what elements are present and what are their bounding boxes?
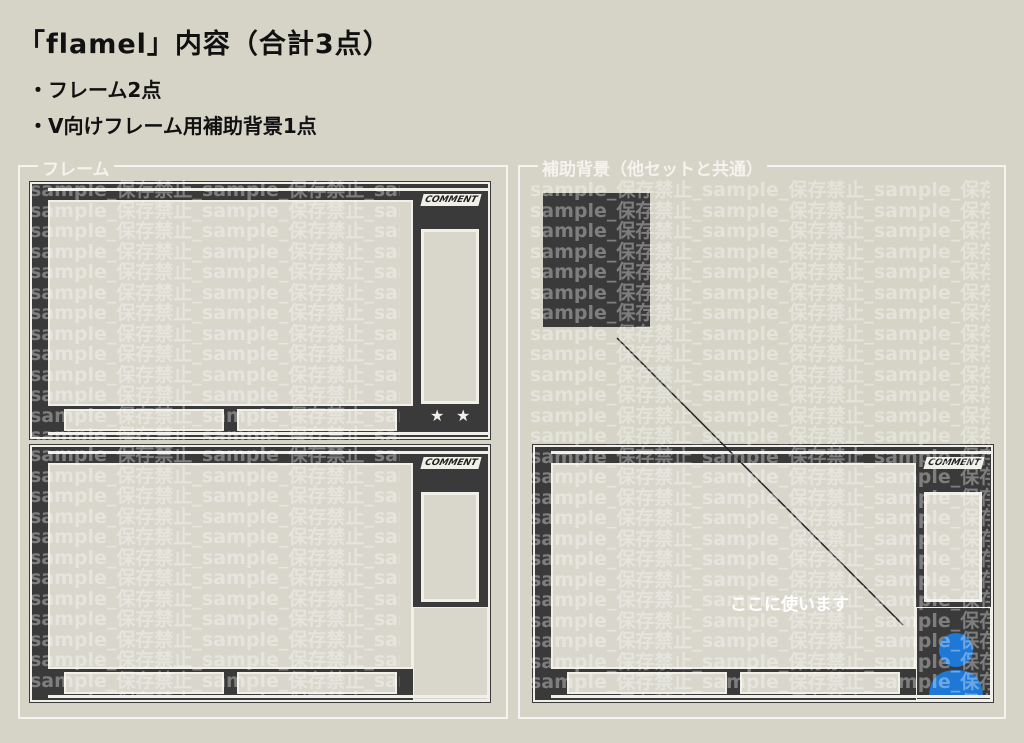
avatar-person-icon xyxy=(929,633,983,698)
main-screen-area xyxy=(551,463,916,669)
avatar-area xyxy=(916,607,991,700)
frame-bottom-line xyxy=(48,695,488,698)
comment-area xyxy=(924,492,982,602)
usage-hint: ここに使います xyxy=(730,595,849,615)
bottom-bar-left xyxy=(567,672,727,694)
background-panel: 補助背景（他セットと共通） xyxy=(518,155,1006,719)
background-sample xyxy=(543,193,650,327)
bottom-bar-right xyxy=(740,672,900,694)
frame-top-line xyxy=(48,188,488,191)
star-icon: ★ xyxy=(456,406,471,425)
bullet-frames: ・フレーム2点 xyxy=(28,78,162,102)
bottom-bar-right xyxy=(237,672,397,694)
frame-bottom-line xyxy=(551,695,991,698)
frame-preview-1: COMMENT ★ ★ xyxy=(29,181,491,440)
bottom-bar-right xyxy=(237,409,397,431)
star-icon: ★ xyxy=(430,406,445,425)
background-panel-label: 補助背景（他セットと共通） xyxy=(538,155,767,180)
camera-area xyxy=(413,607,488,700)
page-title: 「flamel」内容（合計3点） xyxy=(18,29,391,60)
main-screen-area xyxy=(48,463,413,669)
bullet-background: ・V向けフレーム用補助背景1点 xyxy=(28,114,317,138)
frame-preview-vtuber: COMMENT xyxy=(532,444,994,703)
bottom-bar-left xyxy=(64,672,224,694)
frame-top-line xyxy=(551,451,991,454)
frames-panel-label: フレーム xyxy=(38,155,114,180)
frame-top-line xyxy=(48,451,488,454)
frames-panel: フレーム xyxy=(18,155,508,719)
comment-area xyxy=(421,229,479,404)
frame-bottom-line xyxy=(48,432,488,435)
bottom-bar-left xyxy=(64,409,224,431)
comment-area xyxy=(421,492,479,602)
frame-preview-2: COMMENT xyxy=(29,444,491,703)
main-screen-area xyxy=(48,200,413,406)
